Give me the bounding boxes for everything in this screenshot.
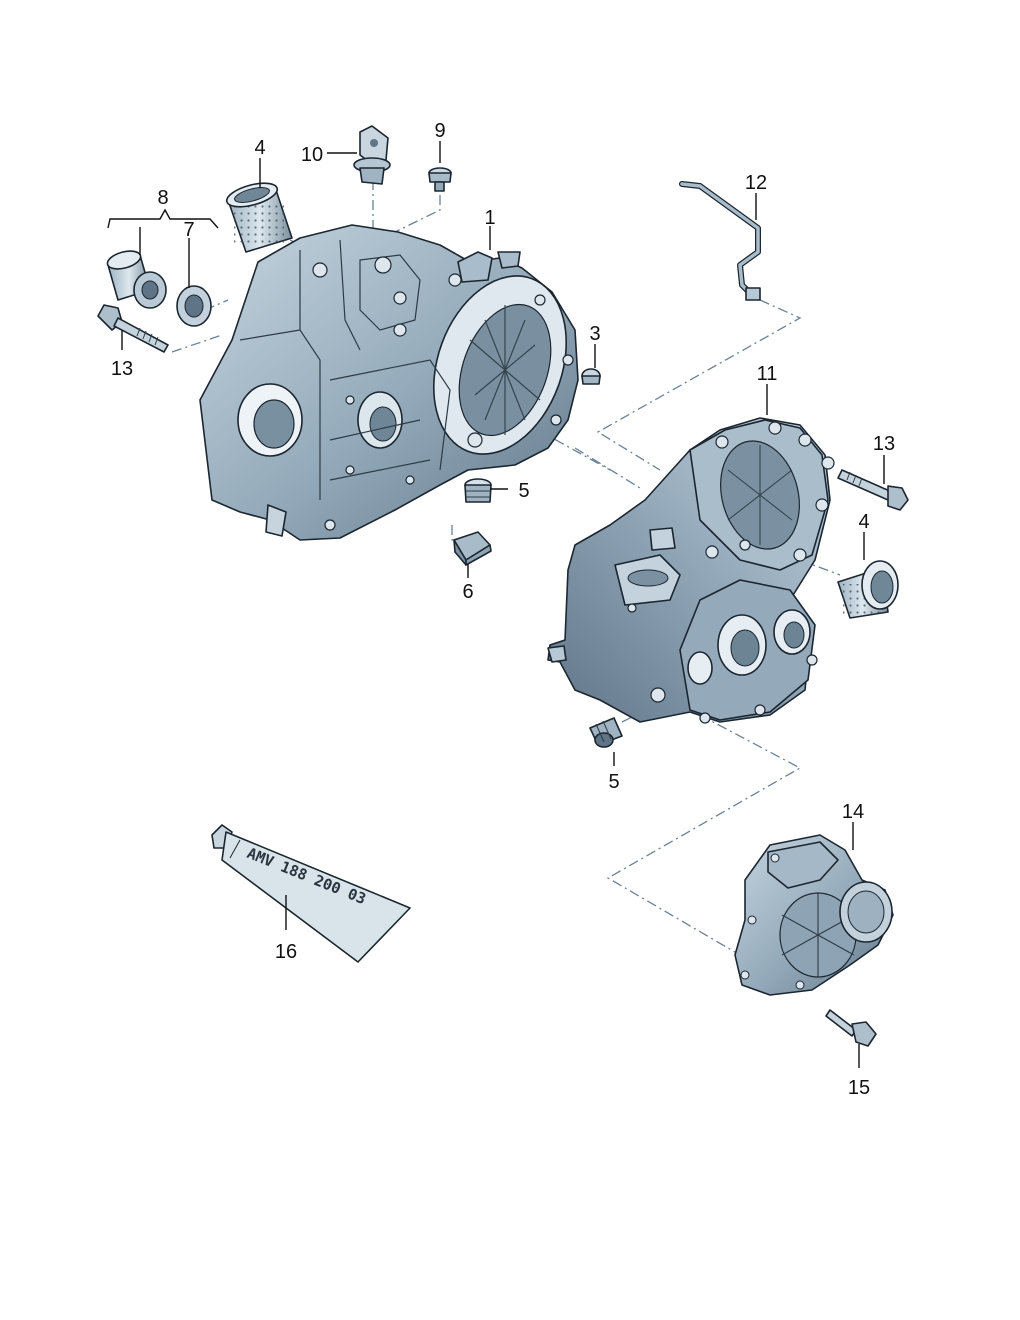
callout-3: 3 <box>589 323 600 345</box>
callout-5-lower: 5 <box>608 771 619 793</box>
bracket-rod <box>679 181 761 301</box>
callout-8: 8 <box>157 187 168 209</box>
small-bolt <box>428 167 452 192</box>
callout-13-right: 13 <box>873 433 895 455</box>
gearbox-housing-front <box>199 224 579 541</box>
callout-14: 14 <box>842 801 864 823</box>
callout-7: 7 <box>183 219 194 241</box>
callout-9: 9 <box>434 120 445 142</box>
callout-6: 6 <box>462 581 473 603</box>
callout-13-left: 13 <box>111 358 133 380</box>
guide-sleeve <box>106 250 167 309</box>
cover-bolt <box>825 1009 877 1047</box>
callout-16: 16 <box>275 941 297 963</box>
breather-plug <box>353 125 391 185</box>
shaft-seal <box>176 285 212 327</box>
leader-lines <box>107 141 885 1068</box>
sealant-tube: AMV 188 200 03 <box>211 824 411 963</box>
callout-11: 11 <box>757 363 778 385</box>
plug-small <box>581 368 601 385</box>
callout-15: 15 <box>848 1077 870 1099</box>
hex-bolt-left <box>97 304 169 353</box>
callout-5-upper: 5 <box>518 480 529 502</box>
callout-1: 1 <box>484 207 495 229</box>
callout-4-upper: 4 <box>254 137 265 159</box>
gearbox-housing-rear <box>547 417 835 724</box>
callouts: 1 3 4 4 5 5 6 7 8 9 10 11 12 13 13 14 15… <box>111 120 895 1099</box>
needle-bearing-lower <box>837 560 899 619</box>
callout-10: 10 <box>301 144 323 166</box>
housing-cover <box>734 834 894 996</box>
callout-4-lower: 4 <box>858 511 869 533</box>
magnet-plug-lower <box>589 717 623 748</box>
hex-bolt-right <box>837 469 909 511</box>
magnet-plug-upper <box>464 478 492 503</box>
rubber-block <box>453 531 492 566</box>
callout-12: 12 <box>745 172 767 194</box>
needle-bearing-upper <box>225 182 293 253</box>
